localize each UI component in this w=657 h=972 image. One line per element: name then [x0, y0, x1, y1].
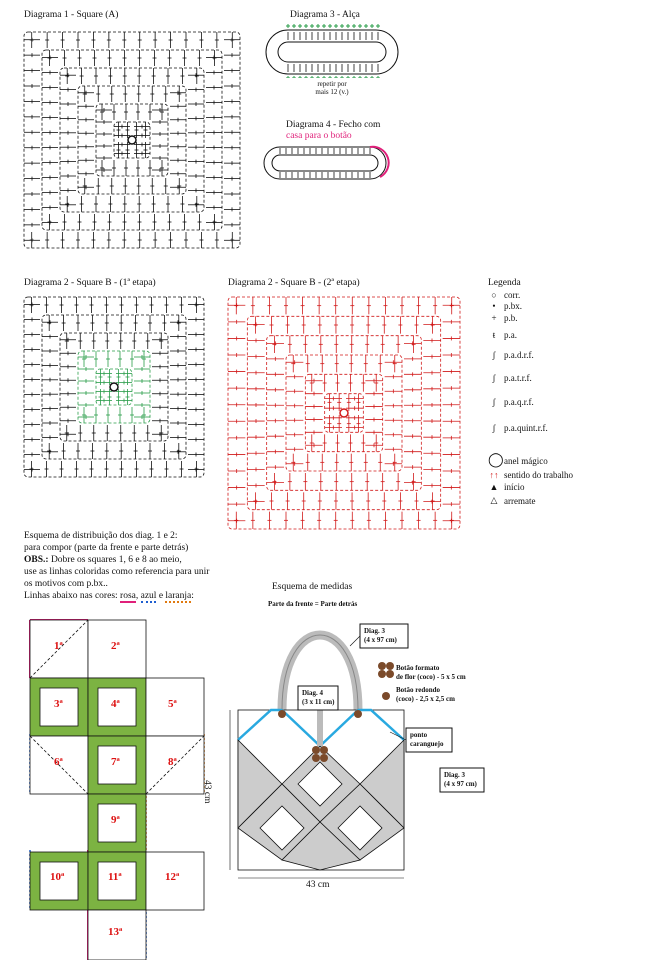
measures-title: Esquema de medidas: [272, 582, 353, 592]
magic-ring-icon: ◯: [488, 453, 504, 468]
front-post-dc-icon: ʃ: [492, 350, 496, 360]
diagram-4-subtitle: casa para o botão: [286, 131, 352, 141]
single-crochet-icon: +: [491, 313, 497, 323]
slip-stitch-icon: •: [492, 301, 496, 311]
width-dimension: 43 cm: [306, 880, 330, 890]
diagram-4-chart: [263, 145, 390, 180]
front-post-dtr-icon: ʃ: [492, 397, 496, 407]
square-label-11: 11ª: [108, 871, 122, 883]
bag-diagram: [229, 623, 485, 879]
square-label-5: 5ª: [168, 698, 177, 710]
legend-item: +p.b.: [488, 313, 517, 323]
round-button-callout: Botão redondo(coco) - 2,5 x 2,5 cm: [396, 686, 455, 703]
front-post-tr-icon: ʃ: [492, 373, 496, 383]
legend-title: Legenda: [488, 278, 521, 288]
square-label-3: 3ª: [54, 698, 63, 710]
start-icon: ▲: [489, 482, 499, 492]
finish-icon: △: [490, 495, 498, 505]
diagram-2b-chart: [227, 296, 461, 530]
diagram-3-repeat: repetir por mais 12 (v.): [315, 80, 349, 96]
legend-item: ▲início: [489, 482, 525, 492]
diagram-3-chart: [265, 24, 399, 78]
work-direction-icon: ↑↑: [489, 470, 499, 480]
measures-subtitle: Parte da frente = Parte detrás: [268, 600, 358, 608]
front-post-quint-icon: ʃ: [492, 423, 496, 433]
diag4-callout: Diag. 4(3 x 11 cm): [302, 689, 335, 706]
square-label-13: 13ª: [108, 926, 123, 938]
square-label-7: 7ª: [111, 756, 120, 768]
legend-item: ↑↑sentido do trabalho: [489, 470, 574, 480]
diagram-2a-chart: [23, 296, 205, 478]
diagram-2b-title: Diagrama 2 - Square B - (2ª etapa): [228, 278, 360, 288]
distribution-grid: [29, 619, 205, 960]
square-label-10: 10ª: [50, 871, 65, 883]
legend-item: ◯anel mágico: [488, 453, 548, 468]
square-label-4: 4ª: [111, 698, 120, 710]
chain-icon: ○: [491, 290, 497, 300]
square-label-9: 9ª: [111, 814, 120, 826]
diagram-4-title: Diagrama 4 - Fecho com: [286, 120, 381, 130]
diagram-1-chart: [23, 31, 241, 249]
double-crochet-icon: ŧ: [492, 330, 496, 340]
legend-item: △arremate: [488, 495, 536, 506]
square-label-1: 1ª: [54, 640, 63, 652]
diagram-1-title: Diagrama 1 - Square (A): [24, 10, 119, 20]
diagram-2a-title: Diagrama 2 - Square B - (1ª etapa): [24, 278, 156, 288]
diag3-callout: Diag. 3(4 x 97 cm): [364, 627, 397, 644]
legend-item: •p.bx.: [488, 301, 522, 311]
diagram-3-title: Diagrama 3 - Alça: [290, 10, 360, 20]
legend-item: ○corr.: [488, 290, 520, 300]
square-label-12: 12ª: [165, 871, 180, 883]
square-label-8: 8ª: [168, 756, 177, 768]
distribution-notes: Esquema de distribuição dos diag. 1 e 2:…: [24, 531, 210, 603]
height-dimension: 43 cm: [202, 780, 212, 804]
square-label-2: 2ª: [111, 640, 120, 652]
square-label-6: 6ª: [54, 756, 63, 768]
diag3-side-callout: Diag. 3(4 x 97 cm): [444, 771, 477, 788]
